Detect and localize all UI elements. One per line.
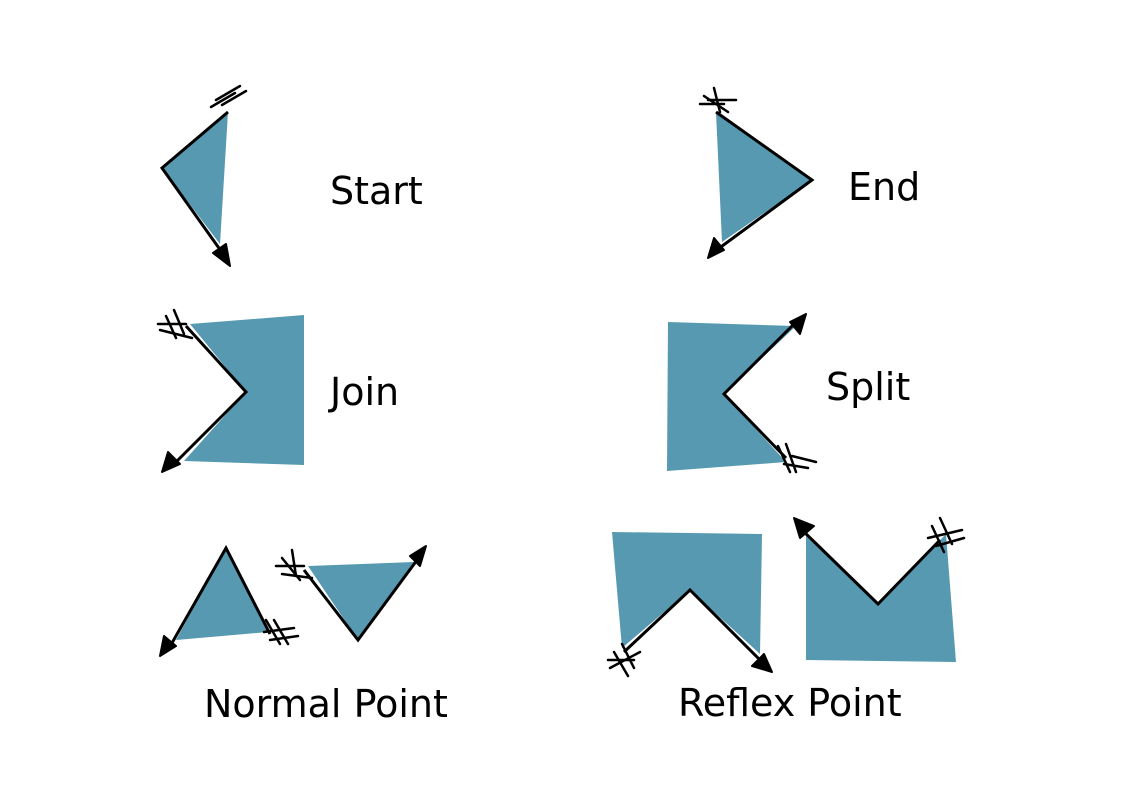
join-arrow-head-icon — [161, 451, 181, 473]
split-arrow-tail-icon — [776, 442, 818, 474]
normal-up-polygon-fill — [176, 548, 268, 640]
split-polygon-fill — [667, 322, 796, 471]
end-polygon-fill — [716, 112, 812, 242]
end-arrow-tail-icon — [698, 86, 738, 114]
reflex-right-arrow-head-icon — [793, 517, 815, 539]
label-start: Start — [330, 169, 423, 213]
start-polygon-fill — [162, 112, 228, 244]
reflex-right-edge-path — [798, 526, 942, 607]
reflex-left-arrow-tail-icon — [606, 642, 642, 678]
start-arrow-head-icon — [212, 243, 231, 267]
reflex-point-shape-right — [793, 516, 966, 662]
end-vertex-figure — [698, 86, 815, 259]
normal-point-triangle-down — [274, 545, 427, 643]
normal-up-arrow-head-icon — [159, 635, 177, 657]
reflex-right-polygon-fill — [806, 534, 956, 662]
join-edge-path — [170, 324, 249, 468]
reflex-left-arrow-head-icon — [751, 653, 773, 673]
normal-point-triangle-up — [159, 544, 300, 657]
label-end: End — [848, 165, 921, 209]
label-normal-point: Normal Point — [204, 682, 448, 726]
reflex-right-arrow-tail-icon — [926, 516, 966, 554]
join-arrow-tail-icon — [156, 308, 194, 340]
join-polygon-fill — [184, 315, 304, 465]
start-vertex-figure — [159, 84, 248, 267]
reflex-left-edge-path — [622, 587, 764, 664]
normal-up-edge-path — [166, 544, 272, 651]
start-edge-path — [159, 110, 229, 259]
normal-down-polygon-fill — [308, 562, 414, 640]
end-arrow-head-icon — [707, 237, 725, 259]
label-split: Split — [826, 365, 911, 409]
label-reflex-point: Reflex Point — [678, 681, 902, 725]
label-join: Join — [330, 370, 400, 414]
end-edge-path — [713, 110, 815, 254]
split-edge-path — [721, 320, 798, 460]
join-vertex-figure — [156, 308, 304, 473]
reflex-left-polygon-fill — [612, 532, 762, 654]
start-arrow-tail-icon — [209, 84, 248, 109]
reflex-point-shape-left — [606, 532, 773, 678]
normal-down-arrow-tail-icon — [274, 548, 314, 582]
split-vertex-figure — [667, 313, 818, 474]
normal-down-edge-path — [302, 555, 422, 643]
split-arrow-head-icon — [789, 313, 807, 335]
normal-up-arrow-tail-icon — [262, 618, 300, 646]
normal-down-arrow-head-icon — [409, 545, 427, 567]
